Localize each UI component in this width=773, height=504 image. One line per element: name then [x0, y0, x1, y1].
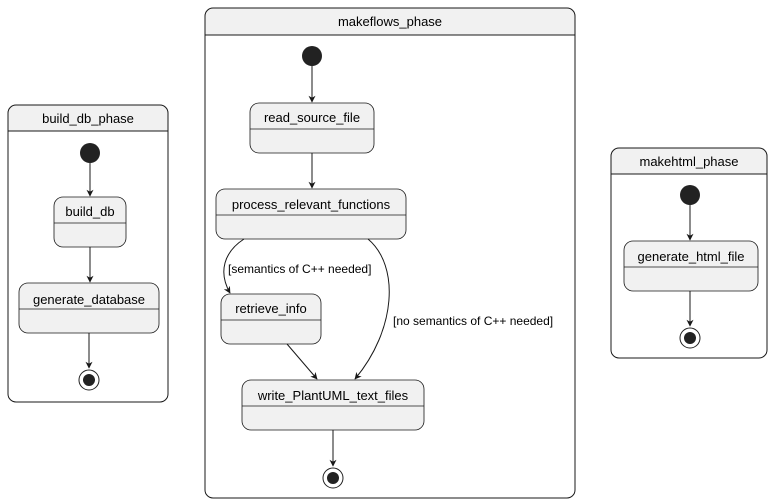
composite-title: makehtml_phase	[640, 154, 739, 169]
transition-arrow	[354, 238, 390, 380]
composite-makehtml-phase: makehtml_phase generate_html_file	[610, 147, 768, 359]
composite-build-db-phase: build_db_phase build_db generate_databas…	[7, 104, 169, 403]
state-build-db: build_db	[53, 196, 127, 248]
transition-arrow	[223, 238, 245, 294]
composite-header	[205, 8, 575, 35]
composite-frame	[610, 147, 768, 359]
composite-title: makeflows_phase	[338, 14, 442, 29]
composite-header	[8, 105, 168, 131]
state-process-relevant-functions: process_relevant_functions	[215, 188, 407, 240]
final-state	[78, 369, 100, 391]
state-read-source-file: read_source_file	[249, 102, 375, 154]
state-label: build_db	[65, 204, 114, 219]
initial-state	[80, 143, 100, 163]
initial-state	[680, 185, 700, 205]
composite-frame	[7, 104, 169, 403]
state-label: write_PlantUML_text_files	[257, 388, 409, 403]
state-generate-html-file: generate_html_file	[623, 240, 759, 292]
composite-header	[611, 148, 767, 174]
state-label: retrieve_info	[235, 301, 307, 316]
state-generate-database: generate_database	[18, 282, 160, 334]
composite-makeflows-phase: makeflows_phase read_source_file process…	[204, 7, 576, 499]
state-write-plantuml-text-files: write_PlantUML_text_files	[241, 379, 425, 431]
state-retrieve-info: retrieve_info	[220, 293, 322, 345]
state-label: read_source_file	[264, 110, 360, 125]
composite-title: build_db_phase	[42, 111, 134, 126]
guard-label: [semantics of C++ needed]	[228, 262, 371, 276]
state-label: process_relevant_functions	[232, 197, 391, 212]
composite-frame	[204, 7, 576, 499]
transition-arrow	[286, 343, 318, 380]
guard-label: [no semantics of C++ needed]	[393, 314, 553, 328]
final-state	[322, 467, 344, 489]
state-label: generate_database	[33, 292, 145, 307]
final-state	[679, 327, 701, 349]
state-label: generate_html_file	[638, 249, 745, 264]
initial-state	[302, 46, 322, 66]
